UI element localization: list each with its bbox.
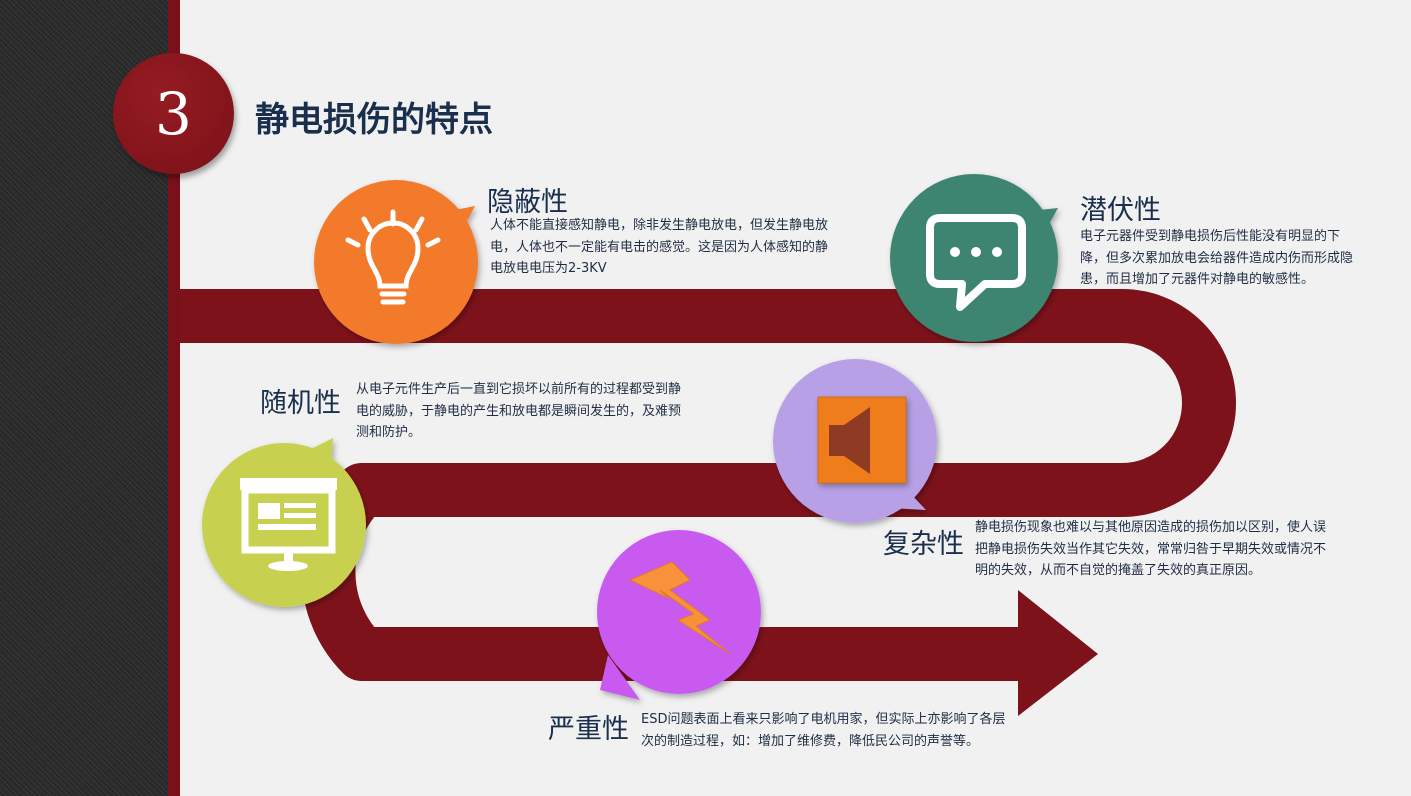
bubble-latent: [890, 174, 1058, 342]
bubble-severe: [597, 530, 761, 700]
slide-title: 静电损伤的特点: [255, 100, 493, 140]
left-accent-bar: [168, 0, 180, 796]
heading-severe: 严重性: [548, 714, 629, 745]
lightning-icon: [628, 561, 731, 655]
section-number: 3: [155, 79, 192, 148]
desc-severe: ESD问题表面上看来只影响了电机用家，但实际上亦影响了各层次的制造过程，如：增加…: [641, 712, 1006, 749]
heading-latent: 潜伏性: [1080, 195, 1161, 226]
lightbulb-icon: [345, 209, 441, 305]
speaker-icon: [817, 396, 907, 484]
desc-hidden: 人体不能直接感知静电，除非发生静电放电，但发生静电放电，人体也不一定能有电击的感…: [490, 218, 829, 276]
section-number-badge: 3: [113, 53, 234, 174]
heading-hidden: 隐蔽性: [487, 187, 568, 218]
desc-complex: 静电损伤现象也难以与其他原因造成的损伤加以区别，使人误把静电损伤失效当作其它失效…: [975, 520, 1327, 578]
presentation-board-icon: [240, 478, 337, 571]
desc-latent: 电子元器件受到静电损伤后性能没有明显的下降，但多次累加放电会给器件造成内伤而形成…: [1080, 229, 1354, 287]
desc-random: 从电子元件生产后一直到它损坏以前所有的过程都受到静电的威胁，于静电的产生和放电都…: [356, 382, 682, 440]
road-arrowhead: [1018, 590, 1098, 716]
bubble-hidden: [314, 180, 478, 344]
chat-bubble-icon: [926, 214, 1026, 311]
bubble-random: [202, 438, 366, 607]
heading-complex: 复杂性: [883, 529, 964, 560]
heading-random: 随机性: [260, 388, 341, 419]
